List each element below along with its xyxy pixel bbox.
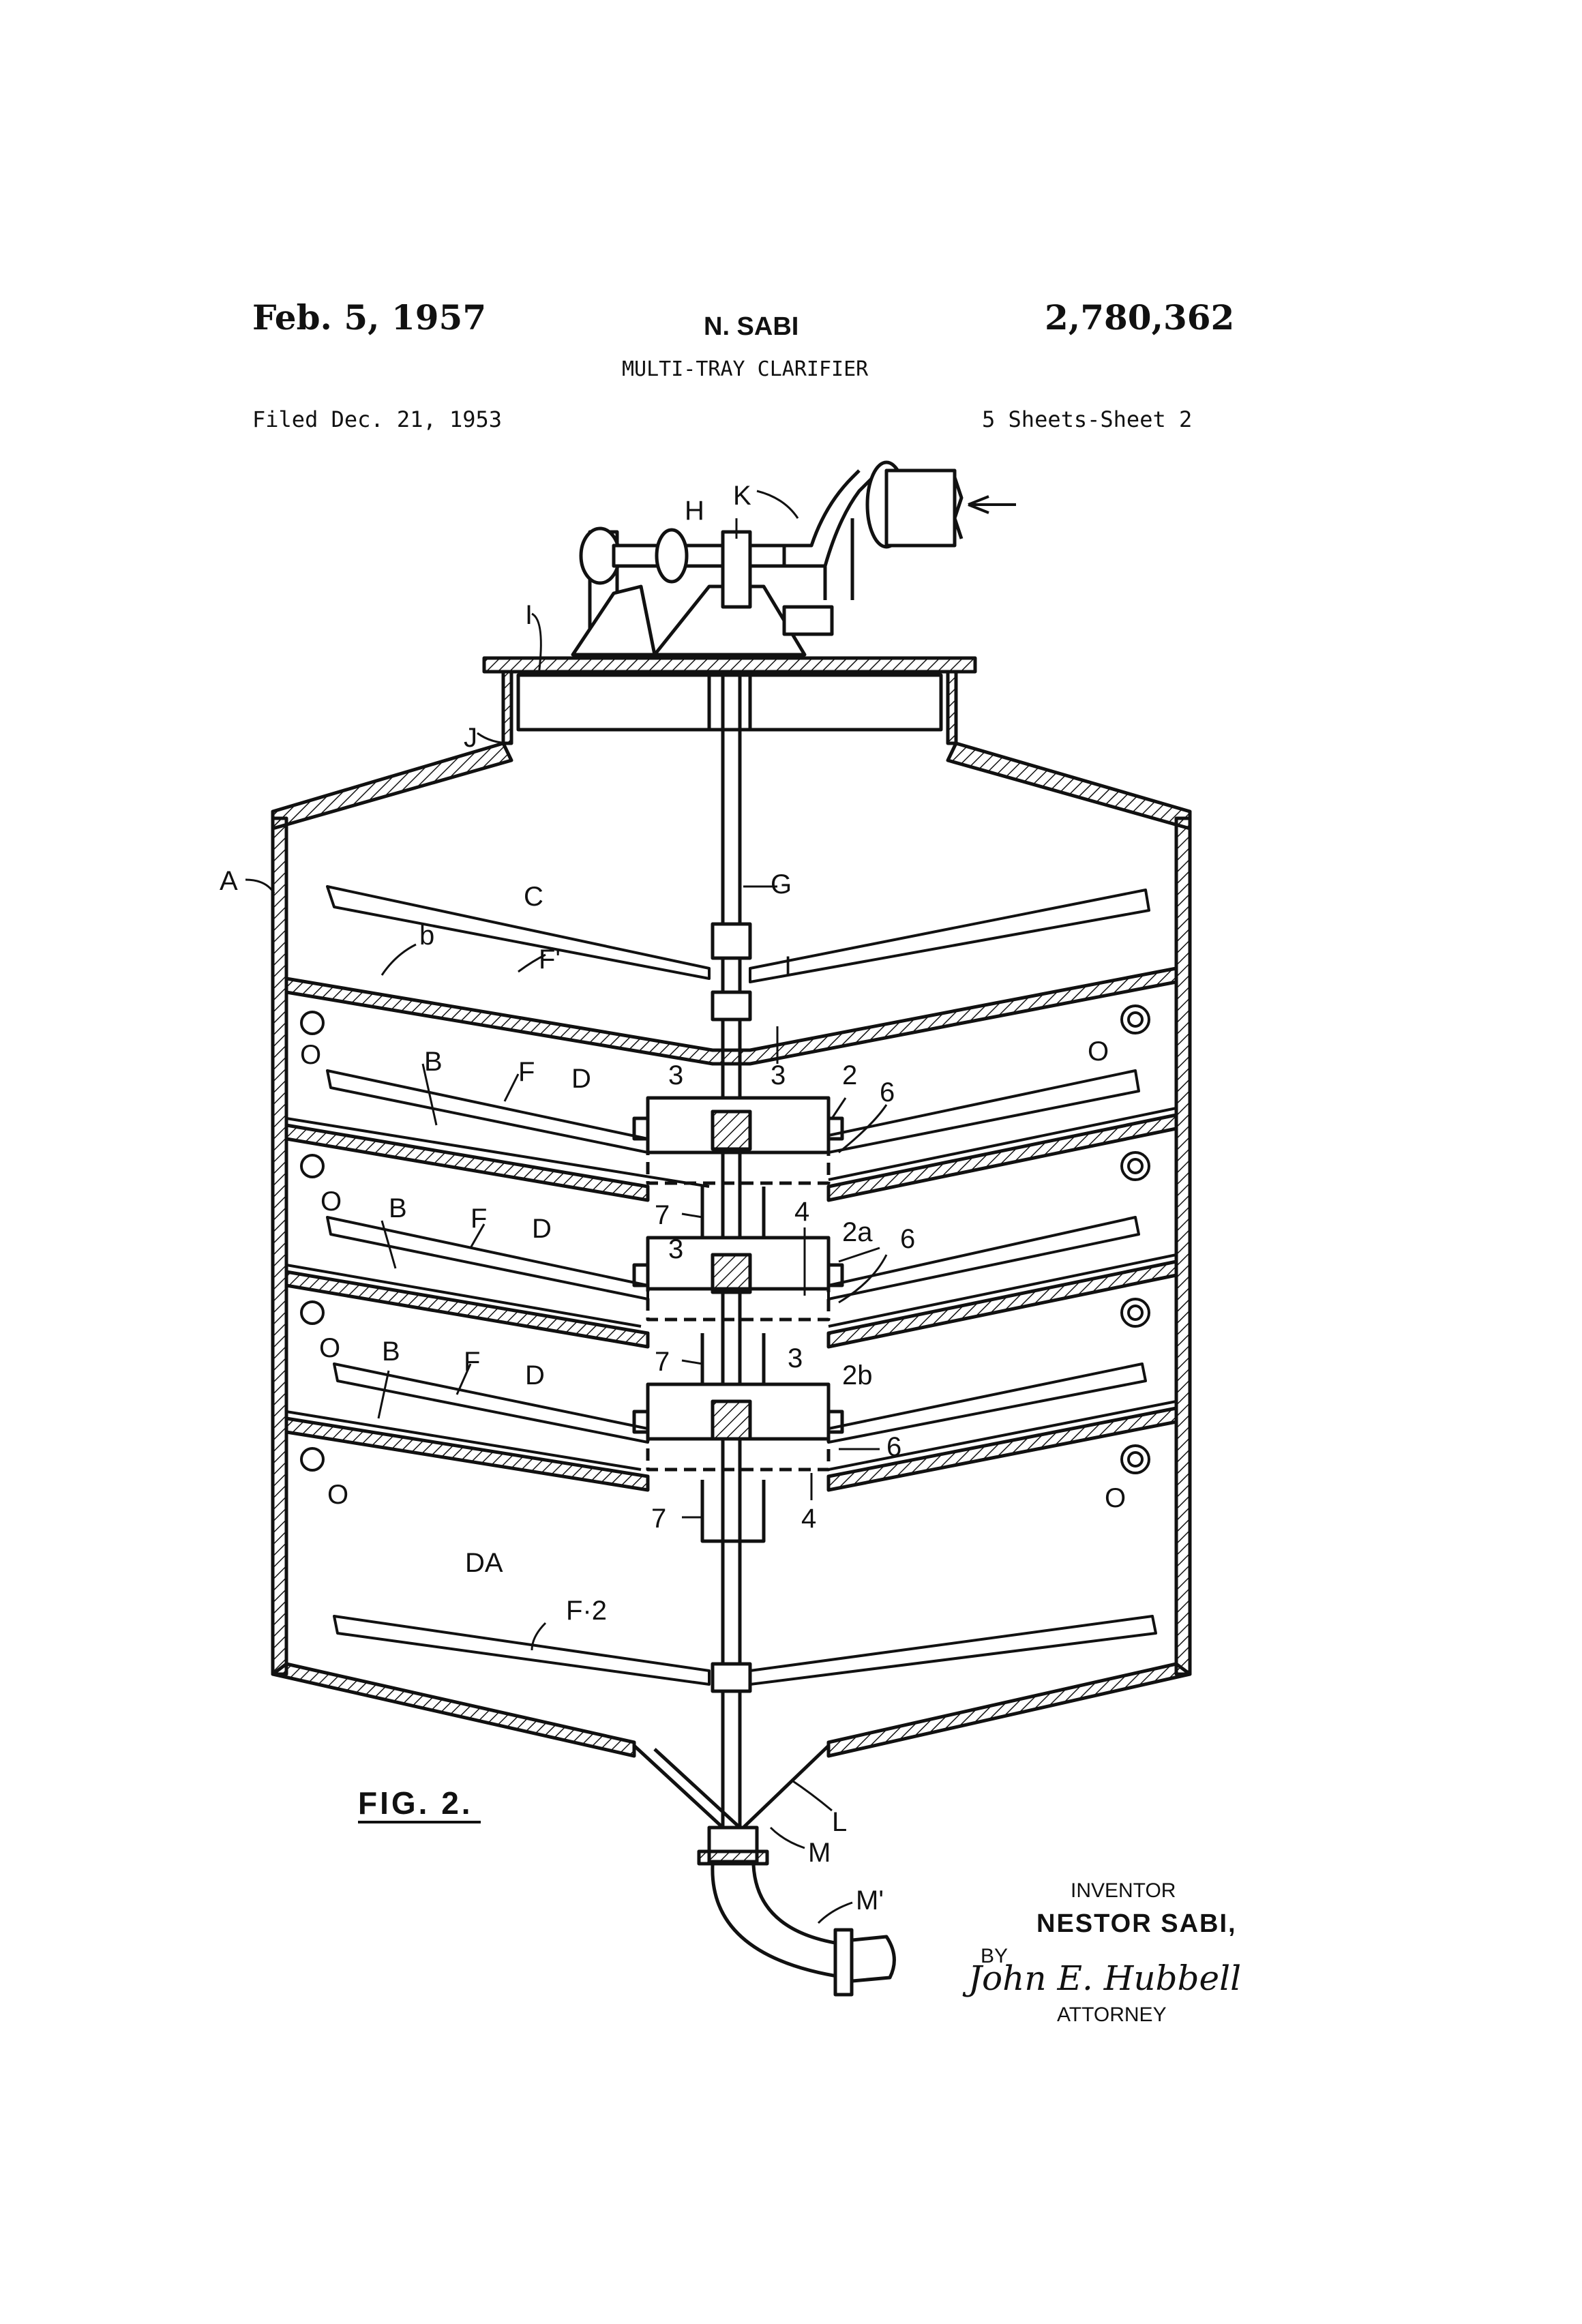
label-da: DA	[465, 1548, 503, 1578]
inventor-heading: INVENTOR	[1071, 1879, 1176, 1903]
label-7-2: 7	[655, 1347, 670, 1377]
label-o-4l: O	[327, 1480, 348, 1510]
label-b-small: b	[419, 921, 434, 951]
top-chamber	[503, 672, 956, 743]
drive-motor-assembly	[573, 528, 832, 655]
label-g: G	[771, 869, 792, 899]
attorney-signature-text: John E. Hubbell	[968, 1958, 1241, 1998]
label-i-top: I	[525, 600, 533, 630]
inventor-name: NESTOR SABI,	[1036, 1909, 1237, 1939]
label-o-3l: O	[319, 1333, 340, 1363]
label-2a: 2a	[842, 1217, 873, 1247]
label-d-3: D	[525, 1360, 545, 1390]
label-3-1a: 3	[668, 1060, 683, 1090]
label-6-3: 6	[886, 1432, 901, 1462]
label-6-1: 6	[880, 1077, 895, 1107]
label-i-mid: I	[784, 951, 792, 981]
label-b-2: B	[389, 1193, 407, 1223]
label-o-1r: O	[1088, 1037, 1109, 1067]
label-f2: F·2	[566, 1596, 607, 1626]
label-4-2: 4	[801, 1504, 816, 1534]
inlet-pipe	[750, 462, 1016, 600]
label-o-4r: O	[1105, 1483, 1126, 1513]
label-k: K	[733, 481, 751, 511]
label-4-1: 4	[794, 1197, 809, 1227]
label-b-1: B	[424, 1047, 443, 1077]
label-2b: 2b	[842, 1360, 873, 1390]
label-f-2: F	[471, 1204, 487, 1234]
label-m: M	[808, 1838, 831, 1868]
label-2: 2	[842, 1060, 857, 1090]
label-b-3: B	[382, 1337, 400, 1367]
label-l: L	[832, 1807, 847, 1837]
label-7-1: 7	[655, 1200, 670, 1230]
label-d-1: D	[571, 1064, 591, 1094]
label-m-prime: M'	[856, 1886, 884, 1916]
label-h: H	[685, 496, 704, 526]
label-3-2: 3	[668, 1234, 683, 1264]
label-o-2l: O	[320, 1187, 342, 1217]
label-f-prime: F'	[539, 944, 561, 974]
label-3-1b: 3	[771, 1060, 786, 1090]
label-3-3: 3	[788, 1343, 803, 1373]
label-f-3: F	[464, 1347, 480, 1377]
label-c: C	[524, 882, 543, 912]
upper-cone	[273, 743, 1190, 829]
top-plate	[484, 658, 975, 672]
diagram-labels: A C G H K I J b F' I O O B F D 3 3 2 6 O…	[220, 481, 1126, 1916]
label-6-2: 6	[900, 1224, 915, 1254]
attorney-signature: John E. Hubbell	[968, 1958, 1241, 1998]
attorney-label: ATTORNEY	[1057, 2003, 1167, 2027]
label-j: J	[464, 723, 477, 753]
label-o-1l: O	[300, 1040, 321, 1070]
label-7-3: 7	[651, 1504, 666, 1534]
figure-caption: FIG. 2.	[358, 1785, 473, 1821]
label-f-1: F	[518, 1057, 535, 1087]
label-a: A	[220, 866, 238, 896]
label-d-2: D	[532, 1214, 552, 1244]
